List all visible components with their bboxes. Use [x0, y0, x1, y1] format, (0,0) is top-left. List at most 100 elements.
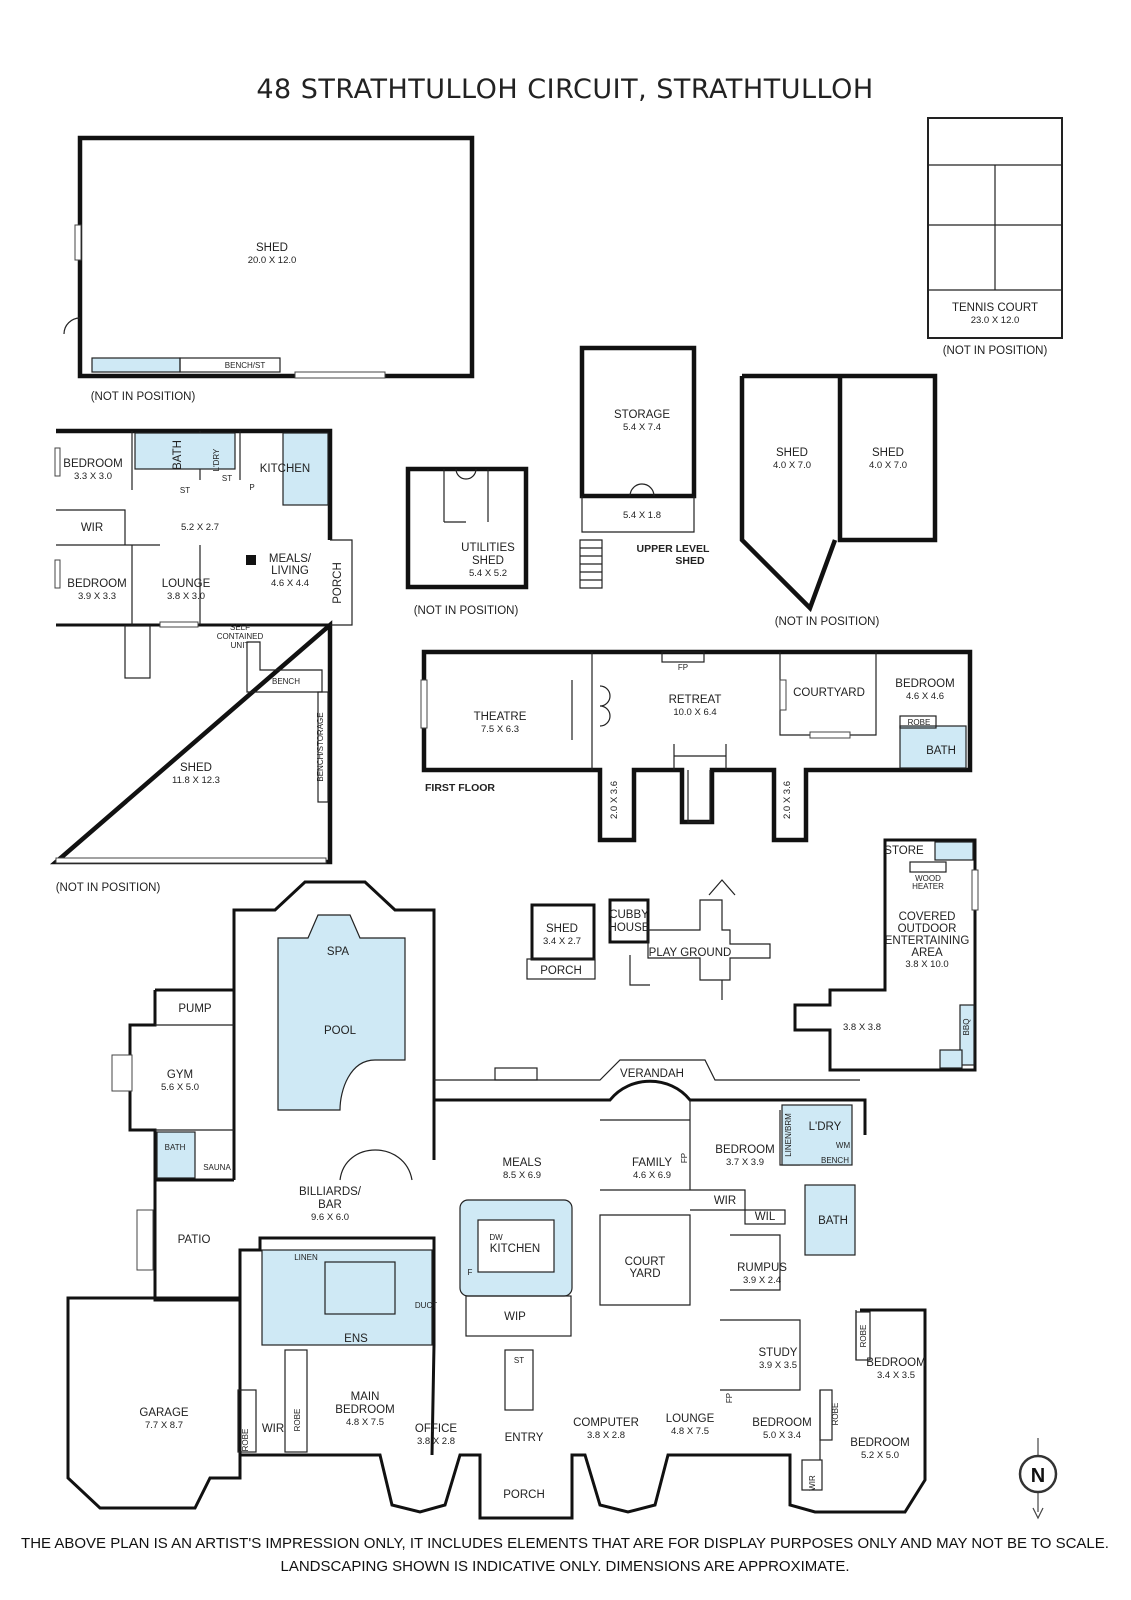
- plan-title: 48 STRATHTULLOH CIRCUIT, STRATHTULLOH: [256, 74, 873, 105]
- unit-bath: BATH: [172, 440, 184, 470]
- verandah: VERANDAH: [620, 1068, 684, 1080]
- bedroom2-name: BEDROOM: [752, 1417, 811, 1429]
- billiards-2: BAR: [318, 1199, 342, 1211]
- outdoor-name-1: COVERED: [899, 911, 956, 923]
- unit-bedroom2-name: BEDROOM: [67, 578, 126, 590]
- unit-st1: ST: [180, 486, 190, 495]
- unit-bedroom1-dim: 3.3 X 3.0: [74, 471, 112, 482]
- gym-name: GYM: [167, 1069, 193, 1081]
- first-floor-label: FIRST FLOOR: [425, 782, 495, 794]
- gym-bath: BATH: [165, 1143, 186, 1152]
- computer-dim: 3.8 X 2.8: [587, 1430, 625, 1441]
- ff-bedroom-name: BEDROOM: [895, 678, 954, 690]
- outdoor-name-3: ENTERTAINING: [885, 935, 970, 947]
- playground: PLAY GROUND: [649, 947, 732, 959]
- garden-shed-name: SHED: [546, 923, 578, 935]
- office-name: OFFICE: [415, 1423, 457, 1435]
- shed-b-name: SHED: [872, 447, 904, 459]
- gym-dim: 5.6 X 5.0: [161, 1082, 199, 1093]
- wil: WIL: [755, 1211, 776, 1223]
- unit-meals-dim: 4.6 X 4.4: [271, 578, 309, 589]
- fridge: F: [468, 1268, 473, 1277]
- unit-building: BEDROOM 3.3 X 3.0 BATH L'DRY KITCHEN ST …: [49, 428, 353, 865]
- unit-shed-name: SHED: [180, 762, 212, 774]
- big-shed-name: SHED: [256, 242, 288, 254]
- storage-dim: 5.4 X 7.4: [623, 422, 661, 433]
- self-contained-1: SELF: [230, 623, 250, 632]
- outdoor-dim2: 3.8 X 3.8: [843, 1022, 881, 1033]
- entry: ENTRY: [505, 1432, 544, 1444]
- tennis-court: TENNIS COURT 23.0 X 12.0: [927, 117, 1063, 339]
- big-shed-bench: BENCH/ST: [225, 361, 266, 370]
- linen-brm: LINEN/BRM: [784, 1113, 793, 1157]
- pool: POOL: [324, 1025, 357, 1037]
- bench: BENCH: [821, 1156, 849, 1165]
- porch: PORCH: [503, 1489, 545, 1501]
- storage-name: STORAGE: [614, 409, 670, 421]
- ff-bath: BATH: [926, 745, 956, 757]
- twin-sheds: SHED 4.0 X 7.0 SHED 4.0 X 7.0: [739, 373, 938, 613]
- spa: SPA: [327, 946, 349, 958]
- dw: DW: [489, 1233, 503, 1242]
- outdoor-name-4: AREA: [911, 947, 943, 959]
- utilities-name-1: UTILITIES: [461, 542, 515, 554]
- upper-level-label-2: SHED: [675, 555, 705, 567]
- shed-b-dim: 4.0 X 7.0: [869, 460, 907, 471]
- shed-a-dim: 4.0 X 7.0: [773, 460, 811, 471]
- garage-name: GARAGE: [139, 1407, 189, 1419]
- main-bedroom-dim: 4.8 X 7.5: [346, 1417, 384, 1428]
- ff-balcony-2: 2.0 X 3.6: [782, 781, 793, 819]
- outdoor-entertaining: STORE WOOD HEATER COVERED OUTDOOR ENTERT…: [793, 838, 979, 1072]
- robe3: ROBE: [831, 1403, 840, 1426]
- outdoor-store: STORE: [884, 845, 924, 857]
- first-floor: THEATRE 7.5 X 6.3 RETREAT 10.0 X 6.4 FP …: [420, 649, 973, 843]
- courtyard-2: YARD: [629, 1268, 660, 1280]
- note-not-in-position-1: (NOT IN POSITION): [91, 391, 196, 403]
- main-bedroom-2: BEDROOM: [335, 1404, 394, 1416]
- bedroom4-name: BEDROOM: [850, 1437, 909, 1449]
- rumpus-name: RUMPUS: [737, 1262, 787, 1274]
- family-name: FAMILY: [632, 1157, 672, 1169]
- main-bedroom-1: MAIN: [351, 1391, 380, 1403]
- lounge-dim: 4.8 X 7.5: [671, 1426, 709, 1437]
- note-not-in-position-2: (NOT IN POSITION): [943, 345, 1048, 357]
- robe4: ROBE: [859, 1325, 868, 1348]
- unit-bedroom2-dim: 3.9 X 3.3: [78, 591, 116, 602]
- self-contained-2: CONTAINED: [217, 632, 264, 641]
- ff-robe: ROBE: [908, 718, 931, 727]
- duct: DUCT: [415, 1301, 437, 1310]
- bath2: BATH: [818, 1215, 848, 1227]
- ens: ENS: [344, 1333, 368, 1345]
- utilities-shed: UTILITIES SHED 5.4 X 5.2: [405, 466, 529, 590]
- upper-level-label-1: UPPER LEVEL: [637, 543, 711, 555]
- garden-porch: PORCH: [540, 965, 582, 977]
- computer-name: COMPUTER: [573, 1417, 639, 1429]
- unit-lounge-name: LOUNGE: [162, 578, 211, 590]
- meals-dim: 8.5 X 6.9: [503, 1170, 541, 1181]
- bedroom3-name: BEDROOM: [866, 1357, 925, 1369]
- ff-courtyard: COURTYARD: [793, 687, 865, 699]
- storage-lower-dim: 5.4 X 1.8: [623, 510, 661, 521]
- note-not-in-position-3: (NOT IN POSITION): [414, 605, 519, 617]
- unit-kitchen: KITCHEN: [260, 463, 310, 475]
- study-name: STUDY: [759, 1347, 798, 1359]
- wir1: WIR: [714, 1195, 736, 1207]
- billiards-1: BILLIARDS/: [299, 1186, 362, 1198]
- retreat-dim: 10.0 X 6.4: [673, 707, 716, 718]
- north-compass-icon: N: [1018, 1438, 1058, 1520]
- family-dim: 4.6 X 6.9: [633, 1170, 671, 1181]
- self-contained-3: UNIT: [231, 641, 250, 650]
- garage-dim: 7.7 X 8.7: [145, 1420, 183, 1431]
- main-house: SPA POOL PUMP GYM 5.6 X 5.0 BATH SAUNA P…: [66, 880, 927, 1520]
- bedroom3-dim: 3.4 X 3.5: [877, 1370, 915, 1381]
- utilities-name-2: SHED: [472, 555, 504, 567]
- office-dim: 3.8 X 2.8: [417, 1436, 455, 1447]
- ff-balcony-1: 2.0 X 3.6: [609, 781, 620, 819]
- bedroom4-dim: 5.2 X 5.0: [861, 1450, 899, 1461]
- garden-shed-dim: 3.4 X 2.7: [543, 936, 581, 947]
- unit-lounge-dim: 3.8 X 3.0: [167, 591, 205, 602]
- retreat-name: RETREAT: [669, 694, 722, 706]
- heater-1: WOOD: [915, 874, 941, 883]
- meals-name: MEALS: [503, 1157, 542, 1169]
- courtyard-1: COURT: [625, 1256, 666, 1268]
